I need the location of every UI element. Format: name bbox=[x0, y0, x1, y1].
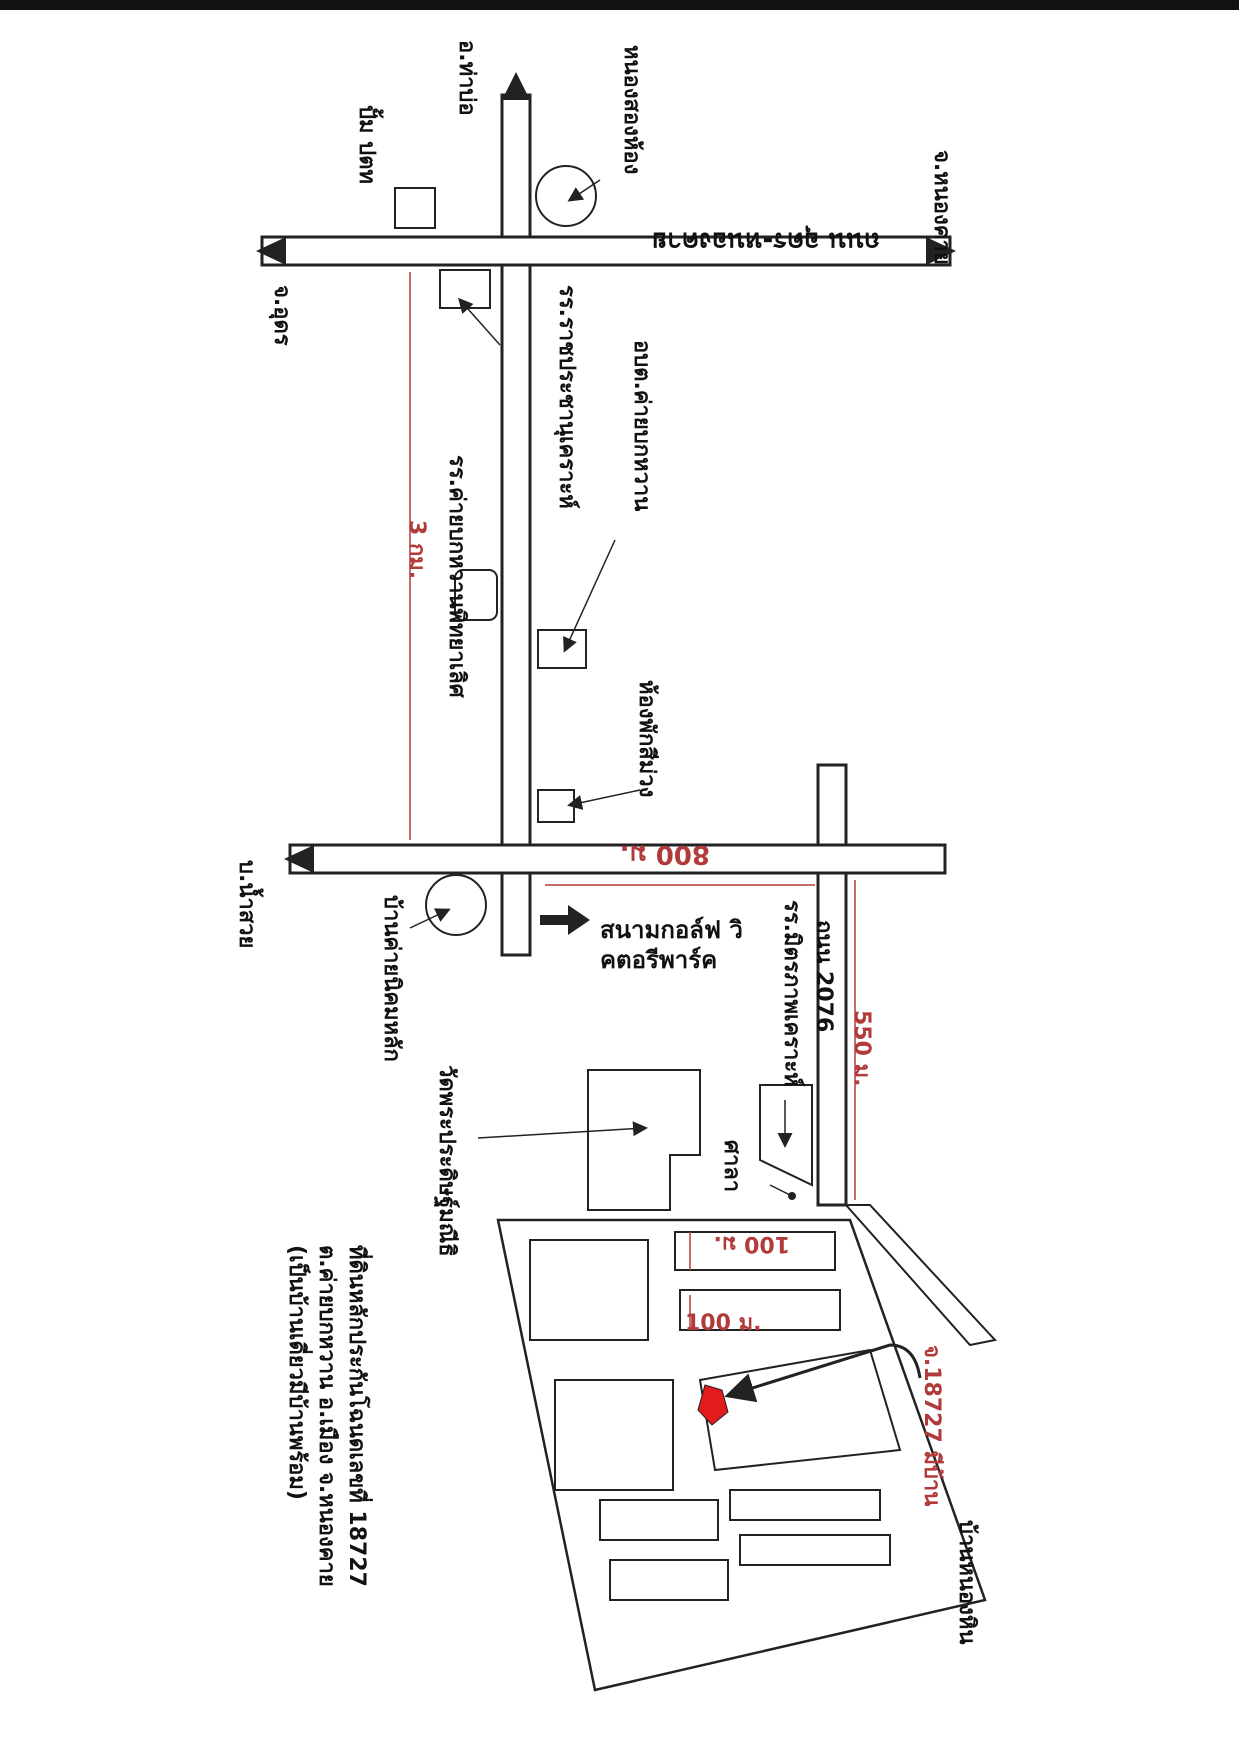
district-office-label: อบต.ค่ายบกหวาน bbox=[629, 340, 654, 512]
land-plot-pointer bbox=[724, 1343, 922, 1403]
school-khaibokwan-label: รร.ค่ายบกหวานพิทยาเลิศ bbox=[444, 455, 469, 698]
location-marker-icon bbox=[697, 1384, 729, 1426]
to-namsuay-label: บ.น้ำสวย bbox=[234, 860, 259, 949]
road-horizontal-lower bbox=[288, 843, 947, 875]
to-thabo-label: อ.ท่าบ่อ bbox=[454, 40, 479, 116]
school-mittraphap-label: รร.มิตรภาพเคราะห์ bbox=[779, 900, 804, 1087]
school-box bbox=[439, 269, 491, 309]
shrine-icon bbox=[788, 1192, 796, 1200]
hostel-box bbox=[537, 789, 575, 823]
distance-100a-label: 100 ม. bbox=[713, 1231, 790, 1256]
desc-line1: ที่ดินหลักประกันโฉนดเลขที่ 18727 bbox=[344, 1245, 369, 1587]
road-diagonal bbox=[843, 1204, 997, 1347]
district-office-box bbox=[537, 629, 587, 669]
desc-line2: ต.ค่ายบกหวาน อ.เมือง จ.หนองคาย bbox=[314, 1245, 339, 1587]
road-udon-nongkhai-label: ถนน อุดร-หนองคาย bbox=[651, 226, 880, 256]
road-udon-nongkhai bbox=[260, 235, 952, 267]
distance-lines bbox=[409, 272, 856, 1330]
land-plot-label: จ.18727 มีบ้าน bbox=[919, 1345, 944, 1507]
desc-line3: (เป็นบ้านเดี่ยวมีบ้านพร้อม) bbox=[284, 1245, 309, 1500]
temple-area bbox=[587, 1069, 701, 1211]
ban-khai-nikhom-label: บ้านค่ายนิคมหลัก bbox=[379, 895, 404, 1062]
gas-station-label: ปั้ม ปตท bbox=[354, 105, 379, 184]
golf-course-arrow-icon bbox=[540, 905, 590, 935]
temple-label: วัดพระประดิษฐ์มณีธิ bbox=[434, 1065, 459, 1257]
golf-course-label: สนามกอล์ฟ วิคตอรีพาร์ค bbox=[600, 916, 743, 974]
distance-100b-label: 100 ม. bbox=[685, 1311, 762, 1336]
khaibokwan-school-box bbox=[454, 569, 498, 621]
to-nongkhai-label: จ.หนองคาย bbox=[929, 150, 954, 265]
ban-khai-nikhom-circle bbox=[425, 874, 487, 936]
distance-550-label: 550 ม. bbox=[849, 1010, 874, 1087]
shrine-label: ศาลา bbox=[719, 1140, 744, 1193]
road-2076-label: ถนน 2076 bbox=[811, 920, 836, 1033]
hostel-label: ห้องพักสีม่วง bbox=[634, 680, 659, 798]
nong-song-hong-pond bbox=[535, 165, 597, 227]
to-udon-label: จ.อุดร bbox=[269, 285, 294, 346]
ban-nong-hin-label: บ้านหนองหิน bbox=[954, 1520, 979, 1645]
gas-station-box bbox=[394, 187, 436, 229]
road-2076 bbox=[816, 763, 848, 1207]
scan-top-border bbox=[0, 0, 1239, 10]
road-main-vertical bbox=[500, 93, 532, 957]
mittraphap-school bbox=[759, 1084, 813, 1187]
school-ratchaprachanukroh-label: รร.ราชประชานุเคราะห์ bbox=[554, 285, 579, 509]
distance-800-label: 800 ม. bbox=[619, 839, 710, 869]
distance-3km-label: 3 กม. bbox=[404, 520, 429, 580]
nong-song-hong-label: หนองสองห้อง bbox=[619, 45, 644, 175]
